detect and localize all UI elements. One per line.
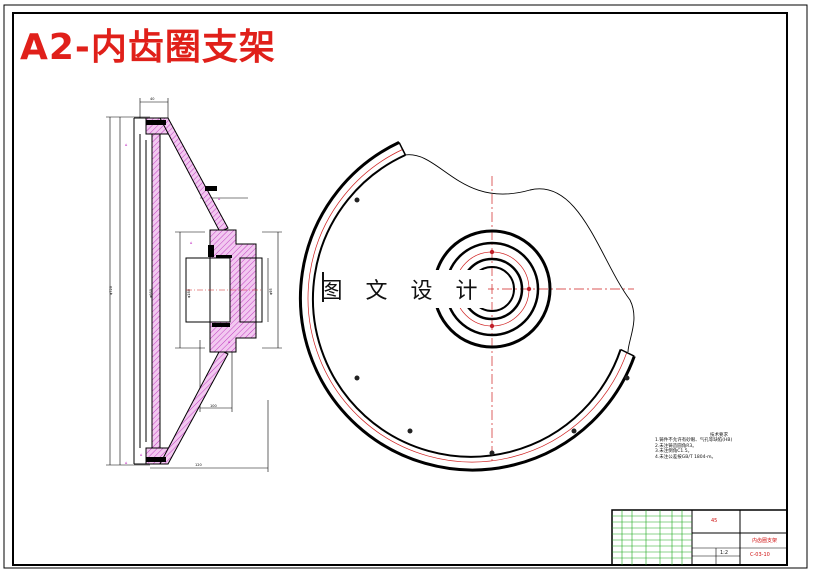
front-view (298, 141, 636, 472)
svg-text:φ720: φ720 (109, 286, 113, 295)
note-line: 1.铸件不允许有砂眼、气孔等缺陷(HB) (655, 438, 733, 444)
svg-text:120: 120 (195, 463, 202, 467)
notes-heading: 技术要求 (710, 433, 728, 438)
svg-text:⌂: ⌂ (140, 452, 143, 457)
outer-ring (298, 141, 636, 472)
title-block-part-name: 内齿圈支架 (752, 538, 778, 544)
drawing-frame (3, 4, 808, 569)
rim-section (145, 117, 257, 465)
watermark-bar (322, 272, 324, 302)
svg-text:⌂: ⌂ (228, 339, 231, 344)
break-line (404, 154, 635, 353)
section-view: φ720 φ660 φ180 φ95 40 100 120 (106, 97, 282, 472)
svg-text:100: 100 (210, 404, 217, 408)
svg-text:⌂: ⌂ (218, 196, 221, 201)
rim-holes (325, 197, 630, 456)
technical-notes: 技术要求 1.铸件不允许有砂眼、气孔等缺陷(HB) 2.未注铸造圆角R3。 3.… (655, 433, 775, 460)
svg-text:⌂: ⌂ (125, 460, 128, 465)
bolt-marks (146, 120, 232, 462)
svg-text:⌂: ⌂ (125, 142, 128, 147)
note-line: 2.未注铸造圆角R3。 (655, 443, 697, 449)
rim-lines (133, 117, 263, 465)
drawing-title: A2-内齿圈支架 (20, 27, 276, 68)
note-line: 4.未注公差按GB/T 1804-m。 (655, 454, 717, 460)
watermark-text: 图 文 设 计 (318, 270, 488, 308)
title-block-scale: 1:2 (720, 550, 729, 556)
svg-text:φ660: φ660 (149, 289, 153, 298)
dimension-lines (106, 98, 282, 472)
title-block-material: 45 (711, 518, 718, 524)
svg-text:40: 40 (150, 97, 154, 101)
note-line: 3.未注倒角C1.5。 (655, 449, 693, 455)
roughness-marks: ⌂ ⌂ ⌂ ⌂ ⌂ ⌂ (125, 142, 231, 465)
title-block (611, 509, 788, 566)
svg-text:⌂: ⌂ (190, 240, 193, 245)
title-block-drawing-no: C-03-10 (750, 552, 770, 558)
svg-text:φ95: φ95 (269, 288, 273, 295)
title-block-grid (612, 510, 692, 565)
svg-text:φ180: φ180 (187, 289, 191, 298)
